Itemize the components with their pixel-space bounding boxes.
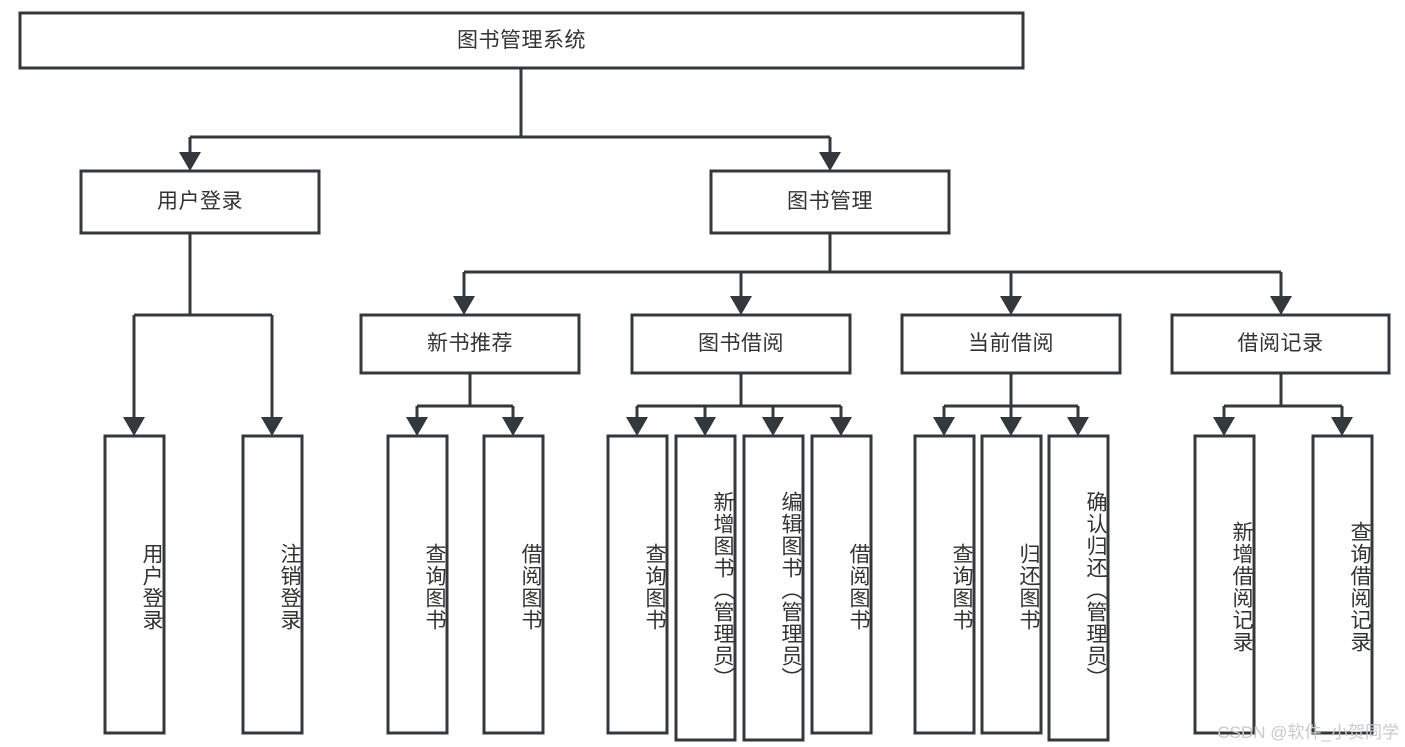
- node-box-leaf-add-book-admin[interactable]: [674, 434, 737, 742]
- edge-group-new-book-recommend: [406, 373, 524, 436]
- edge-group-book-borrow: [626, 373, 852, 436]
- arrowhead-leaf-query-borrow-record: [1331, 417, 1353, 436]
- arrowhead-leaf-return-book: [1000, 417, 1022, 436]
- node-box-leaf-confirm-return-admin[interactable]: [1047, 434, 1110, 742]
- edge-group-current-borrow: [933, 373, 1089, 436]
- arrowhead-book-borrow: [730, 296, 752, 315]
- node-box-user-login[interactable]: [79, 169, 321, 235]
- arrowhead-leaf-query-book-borrow: [626, 417, 648, 436]
- node-box-root[interactable]: [18, 11, 1025, 70]
- node-box-leaf-add-borrow-record[interactable]: [1193, 434, 1256, 735]
- node-box-leaf-borrow-book[interactable]: [810, 434, 873, 735]
- arrowhead-borrow-record: [1270, 296, 1292, 315]
- node-box-leaf-query-book-borrow[interactable]: [606, 434, 669, 735]
- node-box-leaf-query-book-current[interactable]: [913, 434, 976, 735]
- arrowhead-leaf-add-book-admin: [694, 417, 716, 436]
- node-box-leaf-return-book[interactable]: [980, 434, 1043, 735]
- arrowhead-book-manage: [819, 152, 841, 171]
- arrowhead-leaf-query-book-rec: [406, 417, 428, 436]
- node-box-borrow-record[interactable]: [1170, 313, 1391, 375]
- node-box-leaf-user-logout[interactable]: [241, 434, 304, 735]
- arrowhead-leaf-add-borrow-record: [1213, 417, 1235, 436]
- node-box-book-manage[interactable]: [709, 169, 951, 235]
- node-box-new-book-recommend[interactable]: [359, 313, 581, 375]
- arrowhead-leaf-user-login: [123, 417, 145, 436]
- edge-group-borrow-record: [1213, 373, 1353, 436]
- arrowhead-leaf-query-book-current: [933, 417, 955, 436]
- arrowhead-leaf-edit-book-admin: [762, 417, 784, 436]
- node-rect-layer: [18, 11, 1391, 742]
- node-box-leaf-borrow-book-rec[interactable]: [482, 434, 545, 735]
- edge-group-book-manage: [453, 233, 1292, 315]
- node-box-book-borrow[interactable]: [630, 313, 852, 375]
- node-box-leaf-query-book-rec[interactable]: [386, 434, 449, 735]
- arrowhead-leaf-borrow-book-rec: [502, 417, 524, 436]
- arrowhead-leaf-confirm-return-admin: [1067, 417, 1089, 436]
- arrowhead-leaf-borrow-book: [830, 417, 852, 436]
- node-box-leaf-edit-book-admin[interactable]: [742, 434, 805, 742]
- edge-group-root: [179, 68, 841, 171]
- edge-group-user-login: [123, 233, 283, 436]
- watermark-text: CSDN @软件_小贺同学: [1217, 723, 1399, 742]
- arrowhead-new-book-recommend: [453, 296, 475, 315]
- node-box-leaf-user-login[interactable]: [103, 434, 166, 735]
- arrowhead-user-login: [179, 152, 201, 171]
- arrowhead-current-borrow: [1000, 296, 1022, 315]
- node-box-leaf-query-borrow-record[interactable]: [1311, 434, 1374, 735]
- arrowhead-leaf-user-logout: [261, 417, 283, 436]
- node-box-current-borrow[interactable]: [900, 313, 1122, 375]
